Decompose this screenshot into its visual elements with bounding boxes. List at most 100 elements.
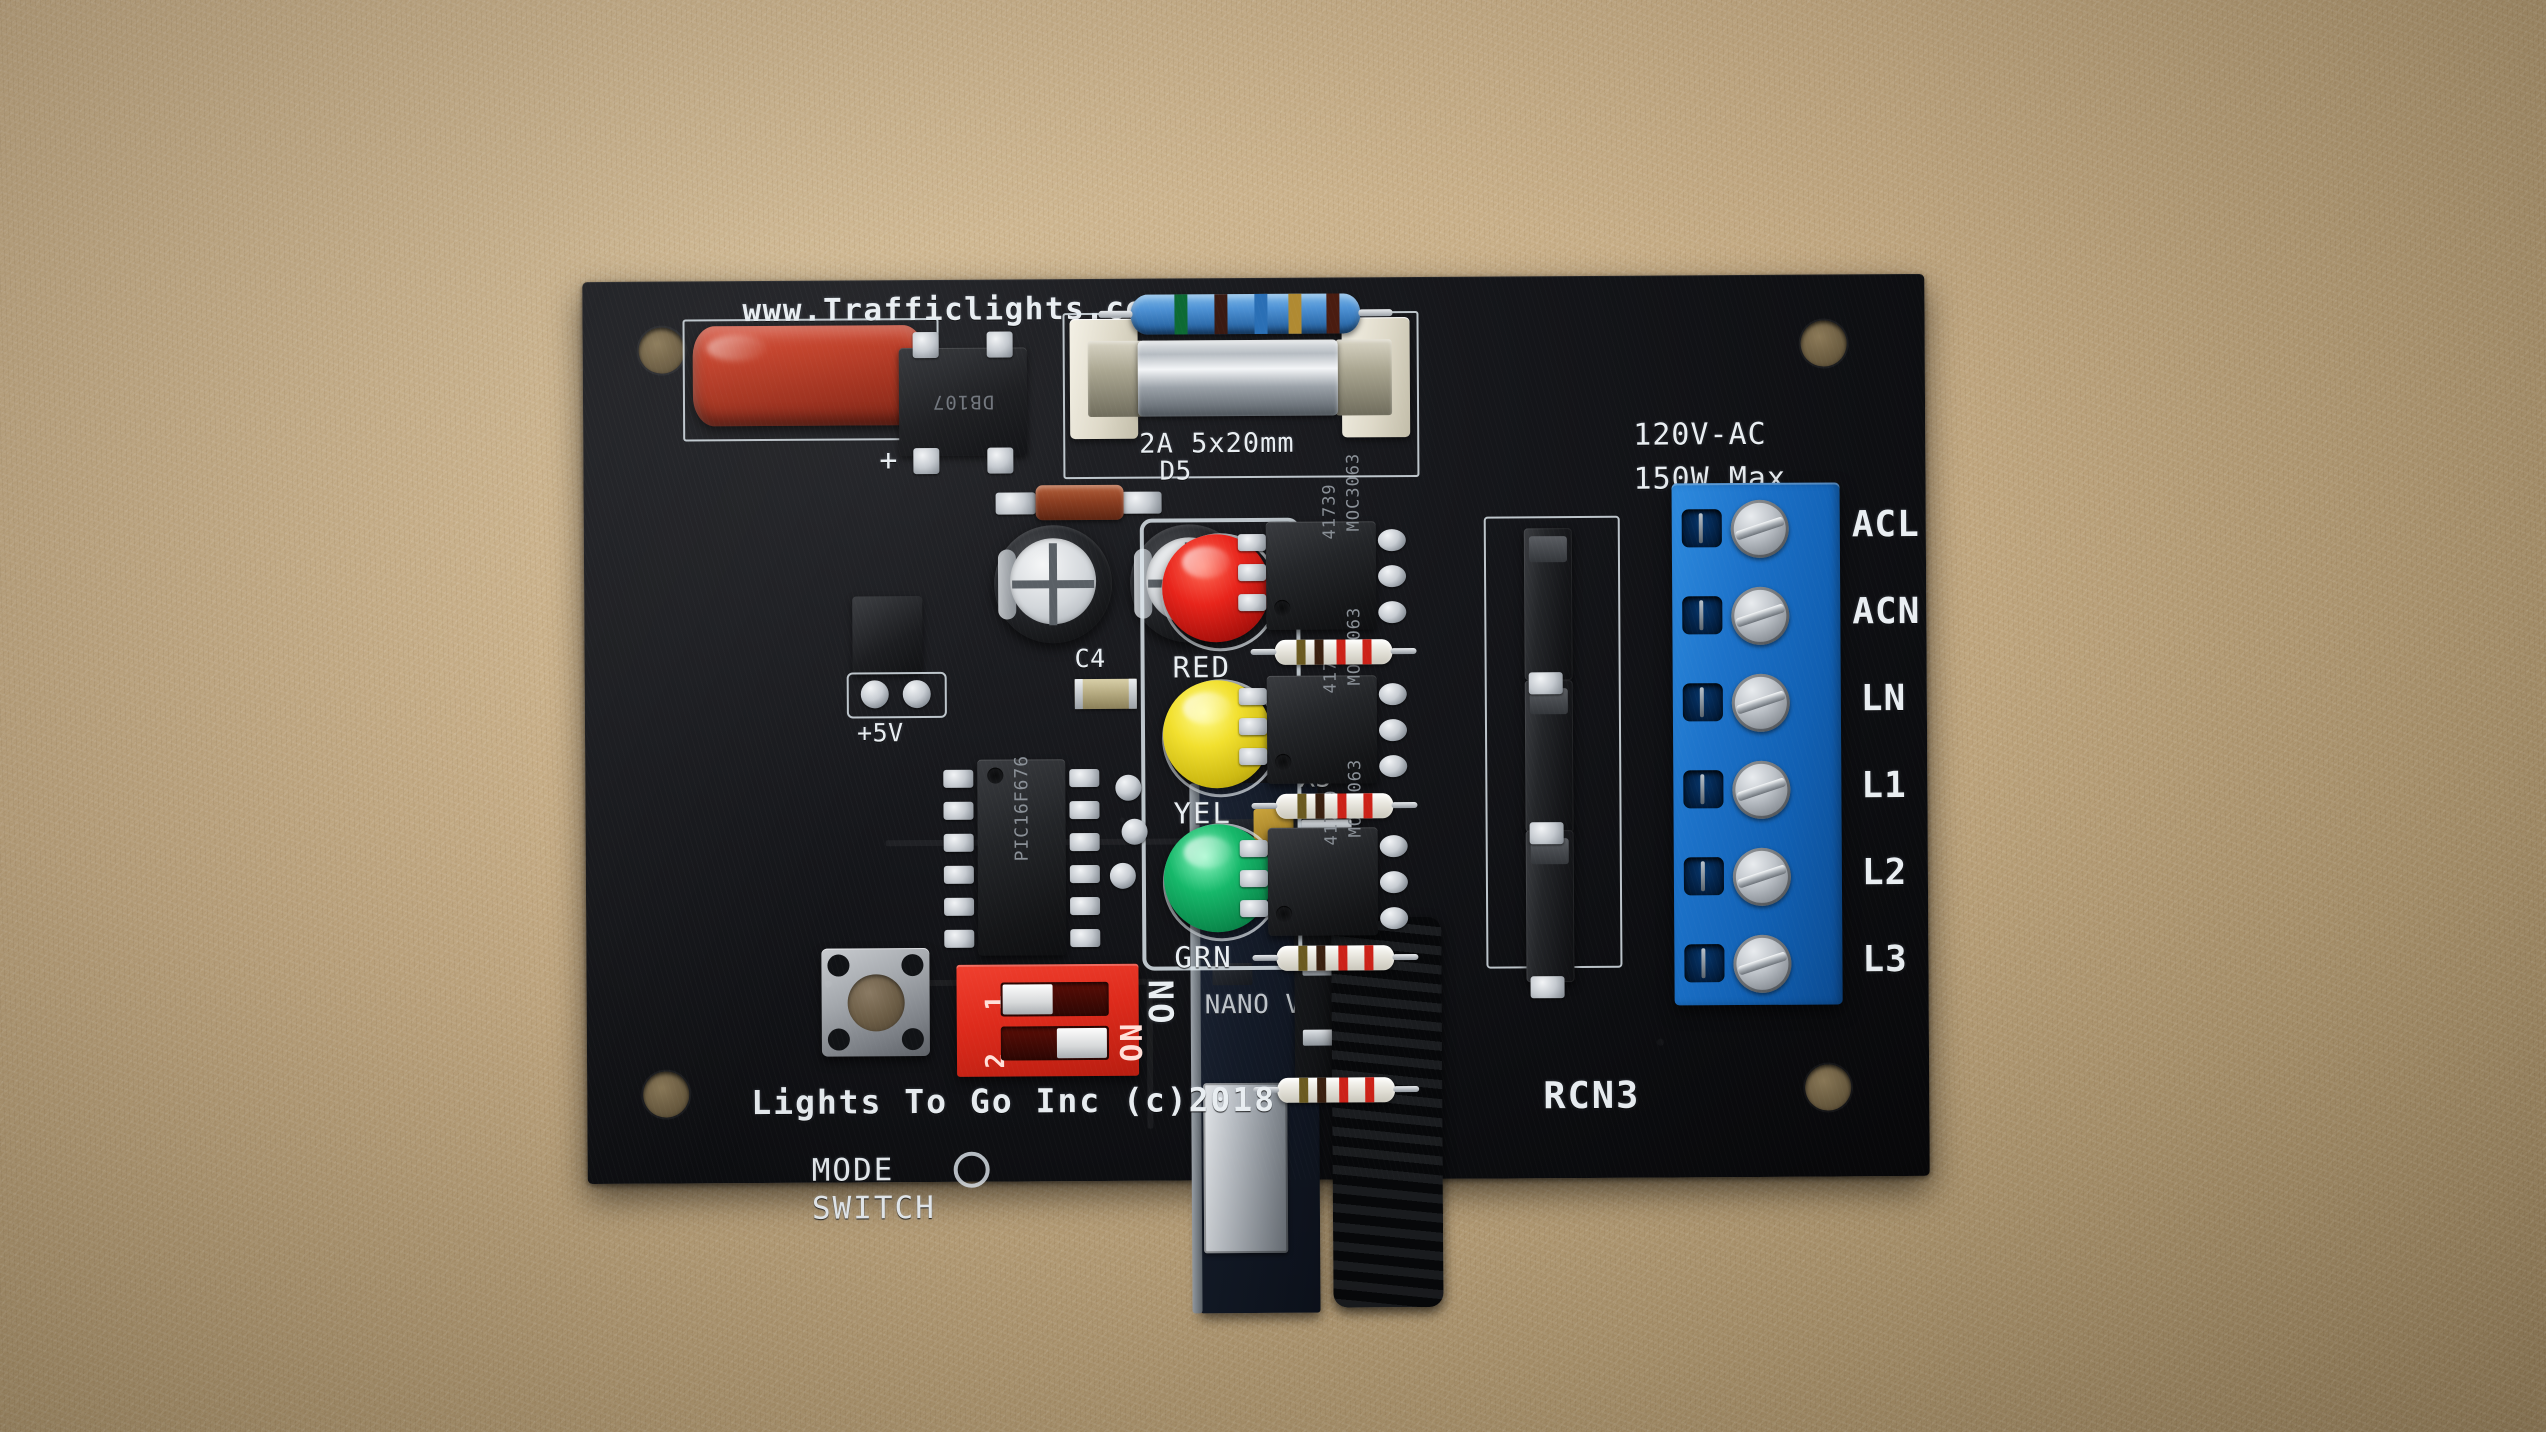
terminal-acl-screw[interactable] — [1730, 499, 1789, 559]
resistor-lead-right — [1358, 309, 1393, 317]
pic-pad-r4 — [1069, 864, 1100, 884]
dip-slot-1[interactable] — [1000, 981, 1109, 1017]
terminal-label-l1: L1 — [1861, 765, 1907, 807]
cap1-vent-cross-h — [1012, 579, 1095, 589]
dip-switch[interactable]: 1 2 ON — [956, 963, 1150, 1077]
terminal-cell-l3[interactable] — [1674, 917, 1843, 1005]
resistor-band-5 — [1326, 293, 1340, 334]
terminal-acn-screw[interactable] — [1731, 586, 1790, 646]
gate-res-3-lead-l — [1252, 954, 1279, 962]
pic-pad-l3 — [943, 833, 974, 852]
terminal-acn-wire-port[interactable] — [1682, 596, 1723, 635]
terminal-label-l2: L2 — [1861, 852, 1908, 894]
dip-switch-on-marking: ON — [1114, 1021, 1151, 1062]
rating-voltage-label: 120V-AC — [1633, 416, 1767, 453]
bottom-resistor — [1253, 1077, 1420, 1103]
terminal-ln-screw[interactable] — [1731, 673, 1791, 733]
dip-slot-2[interactable] — [1000, 1025, 1110, 1061]
c4-end-left — [1074, 679, 1083, 710]
mounting-hole-top-right — [1800, 320, 1847, 367]
resistor-band-3 — [1254, 293, 1268, 335]
optocoupler-3: 41739 MOC3063 — [1267, 759, 1379, 936]
led-green-label: GRN — [1174, 940, 1233, 975]
terminal-l3-wire-port[interactable] — [1684, 944, 1725, 983]
mode-switch-label-line2: SWITCH — [811, 1189, 937, 1227]
pic-pad-l2 — [943, 801, 974, 820]
terminal-cell-ln[interactable] — [1673, 656, 1842, 744]
pic-pad-l5 — [944, 897, 975, 916]
regulator-body — [852, 596, 923, 675]
mounting-hole-bottom-left — [643, 1071, 690, 1118]
terminal-acl-wire-port[interactable] — [1681, 509, 1722, 548]
terminal-label-acn: ACN — [1852, 590, 1921, 633]
via-near-pic-2 — [1121, 818, 1148, 845]
mode-switch-silk-circle — [953, 1151, 990, 1188]
terminal-cell-acl[interactable] — [1672, 482, 1841, 570]
terminal-ln-wire-port[interactable] — [1682, 683, 1723, 722]
triac-2 — [1524, 680, 1574, 833]
ribbon-wire-bundle — [1331, 916, 1444, 1308]
gate-res-3-band-2 — [1316, 945, 1326, 971]
pic-pad-l6 — [944, 929, 975, 948]
bottom-res-band-3 — [1339, 1077, 1349, 1103]
opto-3-pad-l1 — [1239, 839, 1268, 858]
gate-res-1-band-1 — [1296, 639, 1306, 665]
opto-1-notch — [1274, 599, 1291, 616]
triac-3 — [1525, 830, 1575, 983]
diode-d5 — [1035, 484, 1124, 521]
opto-1-pad-l2 — [1237, 563, 1267, 582]
gate-res-2-lead-r — [1391, 802, 1418, 809]
fuse-endcap-right — [1335, 339, 1393, 416]
terminal-cell-l2[interactable] — [1674, 830, 1843, 918]
bridge-pad-4 — [987, 447, 1014, 474]
resistor-lead-left — [1098, 310, 1133, 318]
via-near-pic-3 — [1109, 862, 1136, 889]
pcb-board: www.Trafficlights.com DB107 + 2A 5x20mm — [582, 273, 1930, 1314]
triac-1 — [1523, 528, 1573, 681]
mounting-hole-bottom-right — [1805, 1064, 1852, 1111]
gate-res-2-band-3 — [1337, 793, 1347, 819]
pic-pad-r6 — [1070, 928, 1101, 948]
rail-5v-pad-1 — [860, 680, 889, 709]
dip-actuator-2[interactable] — [1056, 1027, 1108, 1059]
resistor-band-2 — [1214, 294, 1228, 335]
pic-pad-r5 — [1070, 896, 1101, 916]
pic-pin1-notch — [987, 767, 1004, 784]
opto-3-pad-l2 — [1239, 869, 1268, 888]
gate-res-2-lead-l — [1251, 802, 1278, 810]
opto-2-pad-r1 — [1378, 683, 1407, 706]
opto-3-notch — [1276, 905, 1293, 922]
opto-1-marking-line1: 41739 — [1319, 483, 1340, 540]
terminal-l2-screw[interactable] — [1732, 847, 1792, 907]
glass-fuse — [1137, 339, 1339, 417]
microcontroller-pic16f676: PIC16F676 — [977, 755, 1067, 956]
terminal-cell-l1[interactable] — [1673, 743, 1842, 831]
terminal-l3-screw[interactable] — [1733, 934, 1792, 994]
mode-switch-corner-2 — [901, 954, 924, 977]
gate-res-1-band-3 — [1336, 639, 1346, 665]
gate-res-2-band-2 — [1315, 793, 1325, 819]
bottom-res-band-4 — [1365, 1077, 1375, 1103]
dip-actuator-1[interactable] — [1002, 984, 1053, 1015]
gate-res-2-band-1 — [1297, 793, 1307, 819]
bottom-res-lead-r — [1393, 1086, 1420, 1093]
gate-resistor-3 — [1252, 945, 1419, 971]
c4-reference-label: C4 — [1074, 643, 1106, 674]
terminal-l2-wire-port[interactable] — [1683, 857, 1725, 896]
gate-res-2-band-4 — [1363, 793, 1373, 819]
fuse-rating-label: 2A 5x20mm — [1139, 427, 1295, 460]
bridge-pad-2 — [986, 331, 1013, 358]
polarity-plus-label: + — [879, 443, 899, 479]
terminal-l1-wire-port[interactable] — [1683, 770, 1724, 809]
terminal-block[interactable] — [1671, 482, 1843, 1006]
mode-switch-cap[interactable] — [847, 974, 905, 1032]
c4-end-right — [1128, 678, 1137, 709]
mode-switch-button[interactable] — [821, 947, 930, 1057]
bridge-rectifier-db107: DB107 — [898, 347, 1028, 457]
terminal-l1-screw[interactable] — [1732, 760, 1791, 820]
via-near-pic-1 — [1115, 774, 1142, 801]
mounting-hole-top-left — [638, 327, 685, 374]
terminal-cell-acn[interactable] — [1672, 569, 1841, 657]
triac-1-lead-pad — [1528, 672, 1563, 695]
